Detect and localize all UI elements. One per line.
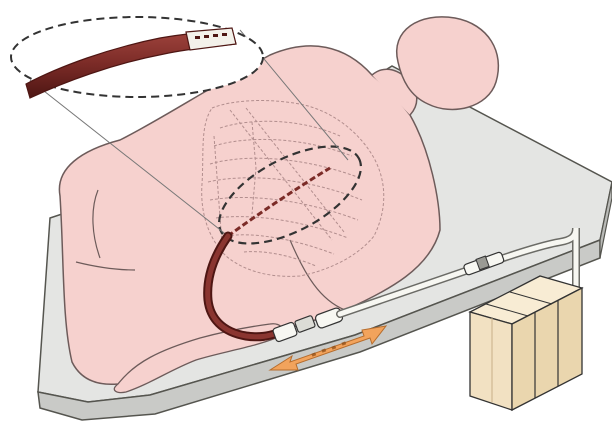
container-front [470, 312, 512, 410]
